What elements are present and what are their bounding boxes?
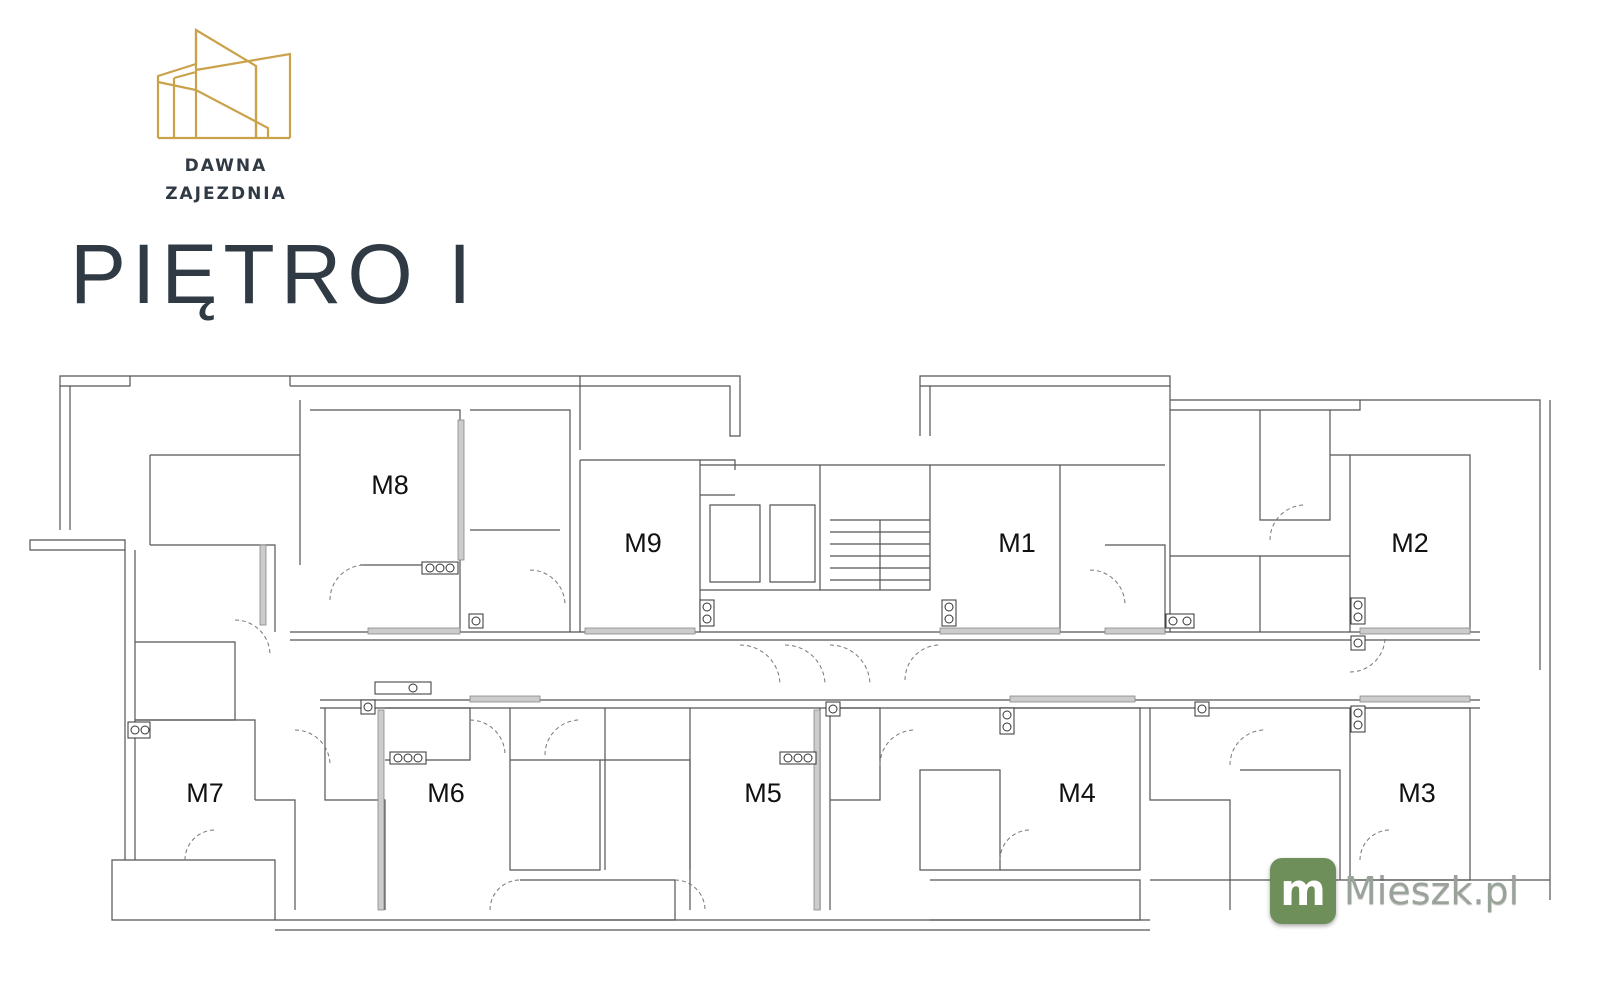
unit-label-m3: M3 [1398,778,1436,808]
unit-label-m6: M6 [427,778,465,808]
unit-label-m5: M5 [744,778,782,808]
watermark: m Mieszk.pl [1270,858,1519,924]
watermark-badge-icon: m [1270,858,1336,924]
brand-name-line2: ZAJEZDNIA [165,184,287,204]
unit-label-m4: M4 [1058,778,1096,808]
unit-label-m7: M7 [186,778,224,808]
floor-title: PIĘTRO I [70,227,478,321]
unit-label-m1: M1 [998,528,1036,558]
unit-label-m2: M2 [1391,528,1429,558]
unit-label-m9: M9 [624,528,662,558]
watermark-text: Mieszk.pl [1344,869,1520,913]
watermark-badge-letter: m [1280,865,1326,916]
brand-name-line1: DAWNA [184,156,268,176]
unit-label-m8: M8 [371,470,409,500]
brand-logo: DAWNA ZAJEZDNIA [150,26,300,208]
building-logo-icon [156,28,292,140]
